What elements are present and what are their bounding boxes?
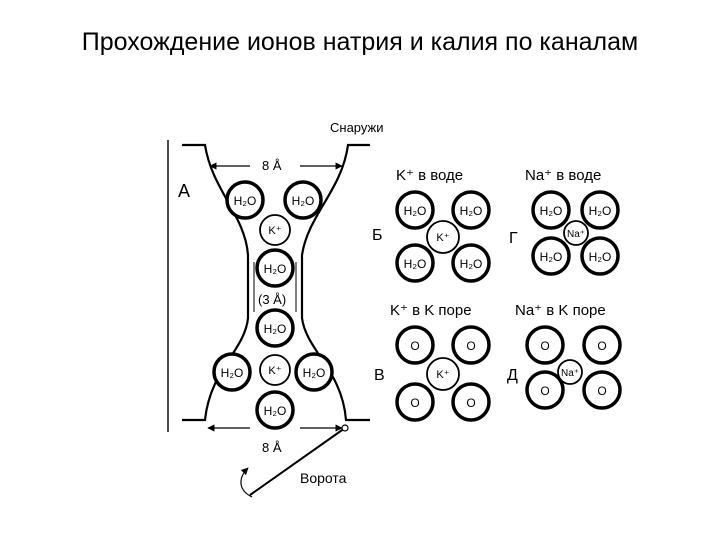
channel-wall-right	[300, 143, 370, 422]
oxygen-atom	[451, 382, 491, 422]
water-label: H₂O	[589, 250, 612, 264]
water-molecule	[225, 180, 265, 220]
water-label: H₂O	[460, 204, 483, 218]
oxygen-label: O	[466, 396, 475, 410]
water-label: H₂O	[589, 204, 612, 218]
gate-hinge	[341, 424, 349, 432]
slide-title: Прохождение ионов натрия и калия по кана…	[81, 28, 639, 56]
water-label: H₂O	[292, 194, 315, 208]
water-label: H₂O	[404, 204, 427, 218]
oxygen-atom	[525, 370, 565, 410]
oxygen-atom	[525, 325, 565, 365]
oxygen-atom	[582, 325, 622, 365]
water-molecule	[283, 180, 323, 220]
water-molecule	[255, 390, 295, 430]
water-molecule	[395, 243, 435, 283]
gate-bar	[249, 427, 346, 496]
water-label: H₂O	[303, 366, 326, 380]
sodium-ion	[557, 359, 583, 385]
panel-b: K⁺ в воде Б H₂O H₂O H₂O H₂O K⁺	[372, 167, 491, 283]
gate-label: Ворота	[300, 470, 347, 486]
water-label: H₂O	[264, 322, 287, 336]
water-molecule	[580, 190, 620, 230]
panel-letter-g: Г	[509, 230, 518, 247]
water-molecule	[255, 248, 295, 288]
water-molecule	[451, 243, 491, 283]
panel-d: Na⁺ в K поре Д O O O O Na⁺	[507, 302, 622, 410]
potassium-label: K⁺	[436, 232, 449, 244]
oxygen-label: O	[597, 384, 606, 398]
panel-letter-d: Д	[507, 367, 518, 384]
water-molecule	[255, 308, 295, 348]
channel-panel: А Снаружи 8 Å 8 Å (3 Å) H₂O H₂O K⁺ H₂O H…	[167, 120, 384, 498]
potassium-ion	[259, 214, 291, 246]
oxygen-label: O	[597, 339, 606, 353]
water-label: H₂O	[264, 262, 287, 276]
panel-d-title: Na⁺ в K поре	[515, 302, 606, 319]
water-molecule	[294, 352, 334, 392]
water-label: H₂O	[540, 250, 563, 264]
potassium-ion	[426, 220, 460, 254]
panel-g-title: Na⁺ в воде	[525, 167, 601, 184]
sodium-ion	[563, 220, 589, 246]
top-width-label: 8 Å	[262, 158, 282, 173]
sodium-label: Na⁺	[561, 368, 579, 379]
oxygen-atom	[395, 382, 435, 422]
panel-b-title: K⁺ в воде	[396, 167, 463, 184]
water-molecule	[451, 190, 491, 230]
water-label: H₂O	[234, 194, 257, 208]
water-label: H₂O	[404, 257, 427, 271]
water-label: H₂O	[540, 204, 563, 218]
channel-wall-left	[182, 143, 250, 422]
potassium-ion	[426, 357, 460, 391]
panel-letter-a: А	[178, 181, 190, 201]
oxygen-label: O	[540, 339, 549, 353]
water-molecule	[531, 190, 571, 230]
oxygen-label: O	[466, 339, 475, 353]
channel-molecules: H₂O H₂O K⁺ H₂O H₂O H₂O K⁺ H₂O H₂O	[212, 180, 334, 430]
water-molecule	[395, 190, 435, 230]
water-label: H₂O	[264, 404, 287, 418]
bottom-width-label: 8 Å	[262, 440, 282, 455]
potassium-label: K⁺	[268, 365, 281, 377]
panel-letter-b: Б	[372, 227, 383, 244]
water-molecule	[580, 236, 620, 276]
oxygen-label: O	[410, 396, 419, 410]
panel-v: K⁺ в K поре В O O O O K⁺	[374, 302, 491, 422]
oxygen-label: O	[540, 384, 549, 398]
outside-label: Снаружи	[330, 120, 384, 135]
oxygen-atom	[451, 325, 491, 365]
oxygen-label: O	[410, 339, 419, 353]
narrow-width-label: (3 Å)	[258, 292, 286, 307]
oxygen-atom	[582, 370, 622, 410]
panel-v-title: K⁺ в K поре	[390, 302, 472, 319]
oxygen-atom	[395, 325, 435, 365]
potassium-label: K⁺	[268, 225, 281, 237]
potassium-label: K⁺	[436, 369, 449, 381]
water-molecule	[531, 236, 571, 276]
sodium-label: Na⁺	[567, 229, 585, 240]
gate-rotation-arrow	[240, 467, 253, 498]
panel-letter-v: В	[374, 367, 385, 384]
water-molecule	[212, 352, 252, 392]
panel-g: Na⁺ в воде Г H₂O H₂O H₂O H₂O Na⁺	[509, 167, 620, 276]
water-label: H₂O	[460, 257, 483, 271]
potassium-ion	[259, 354, 291, 386]
water-label: H₂O	[221, 366, 244, 380]
